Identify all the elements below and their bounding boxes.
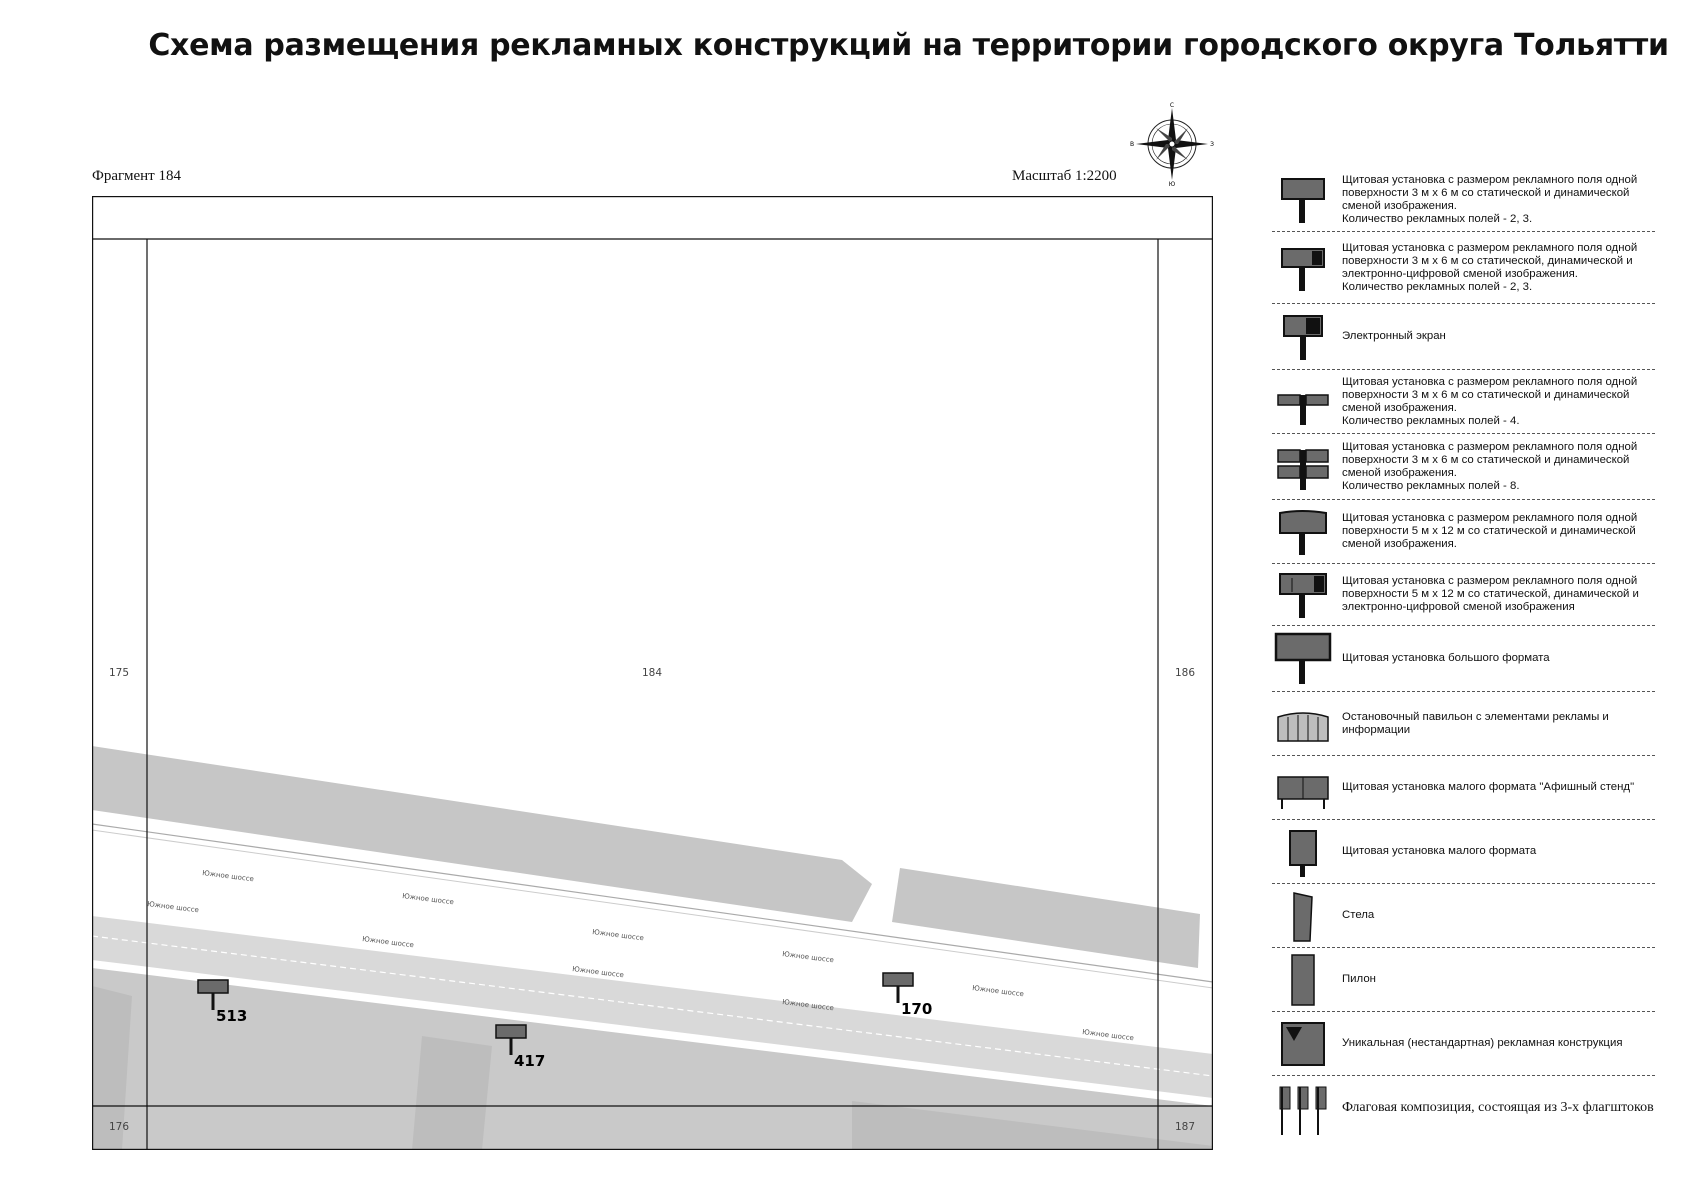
flag-composition-icon	[1279, 1086, 1327, 1135]
page-title: Схема размещения рекламных конструкций н…	[148, 28, 1669, 63]
legend-item: Щитовая установка малого формата "Афишны…	[1272, 756, 1655, 820]
billboard-3x6-digital-icon	[1281, 247, 1325, 291]
legend-item: Щитовая установка с размером рекламного …	[1272, 434, 1655, 500]
marker-label: 417	[514, 1052, 545, 1070]
legend-item: Щитовая установка с размером рекламного …	[1272, 168, 1655, 232]
legend-item: Щитовая установка большого формата	[1272, 626, 1655, 692]
billboard-5x12-icon	[1279, 509, 1327, 555]
map-fragment[interactable]: Южное шоссе Южное шоссе Южное шоссе Южно…	[92, 196, 1213, 1150]
legend: Щитовая установка с размером рекламного …	[1272, 168, 1655, 1140]
stele-icon	[1293, 891, 1313, 942]
compass-west-label: В	[1130, 141, 1134, 148]
compass-north-label: С	[1170, 102, 1174, 109]
marker-label: 170	[901, 1000, 932, 1018]
marker-417[interactable]: 417	[495, 1024, 545, 1070]
legend-item: Остановочный павильон с элементами рекла…	[1272, 692, 1655, 756]
small-format-billboard-icon	[1289, 829, 1317, 877]
legend-item: Щитовая установка с размером рекламного …	[1272, 232, 1655, 304]
map-road	[92, 916, 1213, 1098]
map-built-area-center	[412, 1036, 492, 1150]
poster-stand-icon	[1277, 775, 1329, 809]
legend-item: Щитовая установка с размером рекламного …	[1272, 564, 1655, 626]
billboard-5x12-digital-icon	[1279, 572, 1327, 618]
compass-south-label: Ю	[1169, 181, 1176, 186]
marker-170[interactable]: 170	[882, 972, 932, 1018]
legend-item: Щитовая установка с размером рекламного …	[1272, 370, 1655, 434]
unique-construction-icon	[1281, 1021, 1325, 1066]
map-block-right	[892, 868, 1200, 968]
legend-item: Стела	[1272, 884, 1655, 948]
grid-number-right: 186	[1175, 667, 1195, 679]
legend-item: Щитовая установка с размером рекламного …	[1272, 500, 1655, 564]
legend-item: Щитовая установка малого формата	[1272, 820, 1655, 884]
legend-item: Электронный экран	[1272, 304, 1655, 370]
map-block-upper	[92, 746, 872, 922]
grid-number-bottom-left: 176	[109, 1121, 129, 1133]
marker-label: 513	[216, 1007, 247, 1025]
compass-rose-icon: С Ю З В	[1130, 102, 1214, 186]
pylon-icon	[1291, 953, 1315, 1006]
legend-item: Пилон	[1272, 948, 1655, 1012]
grid-number-bottom-right: 187	[1175, 1121, 1195, 1133]
billboard-8-fields-icon	[1277, 448, 1329, 490]
grid-number-center: 184	[642, 667, 662, 679]
map-built-area-right	[852, 1101, 1213, 1150]
electronic-screen-icon	[1283, 314, 1323, 360]
bus-stop-pavilion-icon	[1277, 711, 1329, 742]
fragment-label: Фрагмент 184	[92, 168, 181, 184]
compass-east-label: З	[1210, 141, 1214, 148]
legend-item: Уникальная (нестандартная) рекламная кон…	[1272, 1012, 1655, 1076]
large-format-billboard-icon	[1274, 632, 1332, 684]
legend-item: Флаговая композиция, состоящая из 3-х фл…	[1272, 1076, 1655, 1140]
scale-label: Масштаб 1:2200	[1012, 168, 1117, 184]
billboard-4-fields-icon	[1277, 393, 1329, 425]
grid-number-left: 175	[109, 667, 129, 679]
map-built-area-left	[92, 986, 132, 1150]
marker-513[interactable]: 513	[197, 979, 247, 1025]
billboard-3x6-icon	[1281, 177, 1325, 223]
map-road-lower	[92, 968, 1213, 1150]
